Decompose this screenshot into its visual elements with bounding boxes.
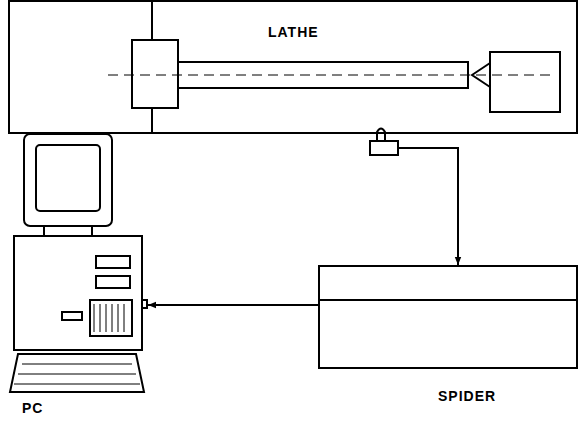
lathe-box: LATHE bbox=[8, 0, 578, 134]
pc-illustration bbox=[10, 134, 147, 392]
sensor bbox=[370, 141, 398, 155]
centerline bbox=[108, 75, 556, 76]
monitor-stand bbox=[44, 226, 92, 236]
spider-divider bbox=[318, 299, 578, 301]
vents bbox=[94, 304, 124, 332]
drive bbox=[96, 256, 130, 268]
node-label: PC bbox=[22, 400, 43, 416]
system-unit bbox=[14, 236, 142, 350]
sensor-probe bbox=[377, 129, 385, 142]
spider-box: SPIDER bbox=[318, 265, 578, 369]
tailstock bbox=[490, 52, 560, 112]
node-label: LATHE bbox=[268, 24, 319, 40]
keys bbox=[14, 364, 140, 384]
signal-wire bbox=[148, 304, 318, 306]
screen bbox=[36, 145, 100, 211]
pc-unit: PC bbox=[6, 128, 148, 418]
signal-wire bbox=[398, 148, 458, 265]
button bbox=[62, 312, 82, 320]
node-label: SPIDER bbox=[438, 388, 496, 404]
port bbox=[142, 300, 147, 308]
drive bbox=[96, 276, 130, 288]
chuck bbox=[132, 40, 178, 108]
monitor bbox=[24, 134, 112, 226]
front-panel bbox=[90, 300, 132, 336]
keyboard bbox=[10, 354, 144, 392]
